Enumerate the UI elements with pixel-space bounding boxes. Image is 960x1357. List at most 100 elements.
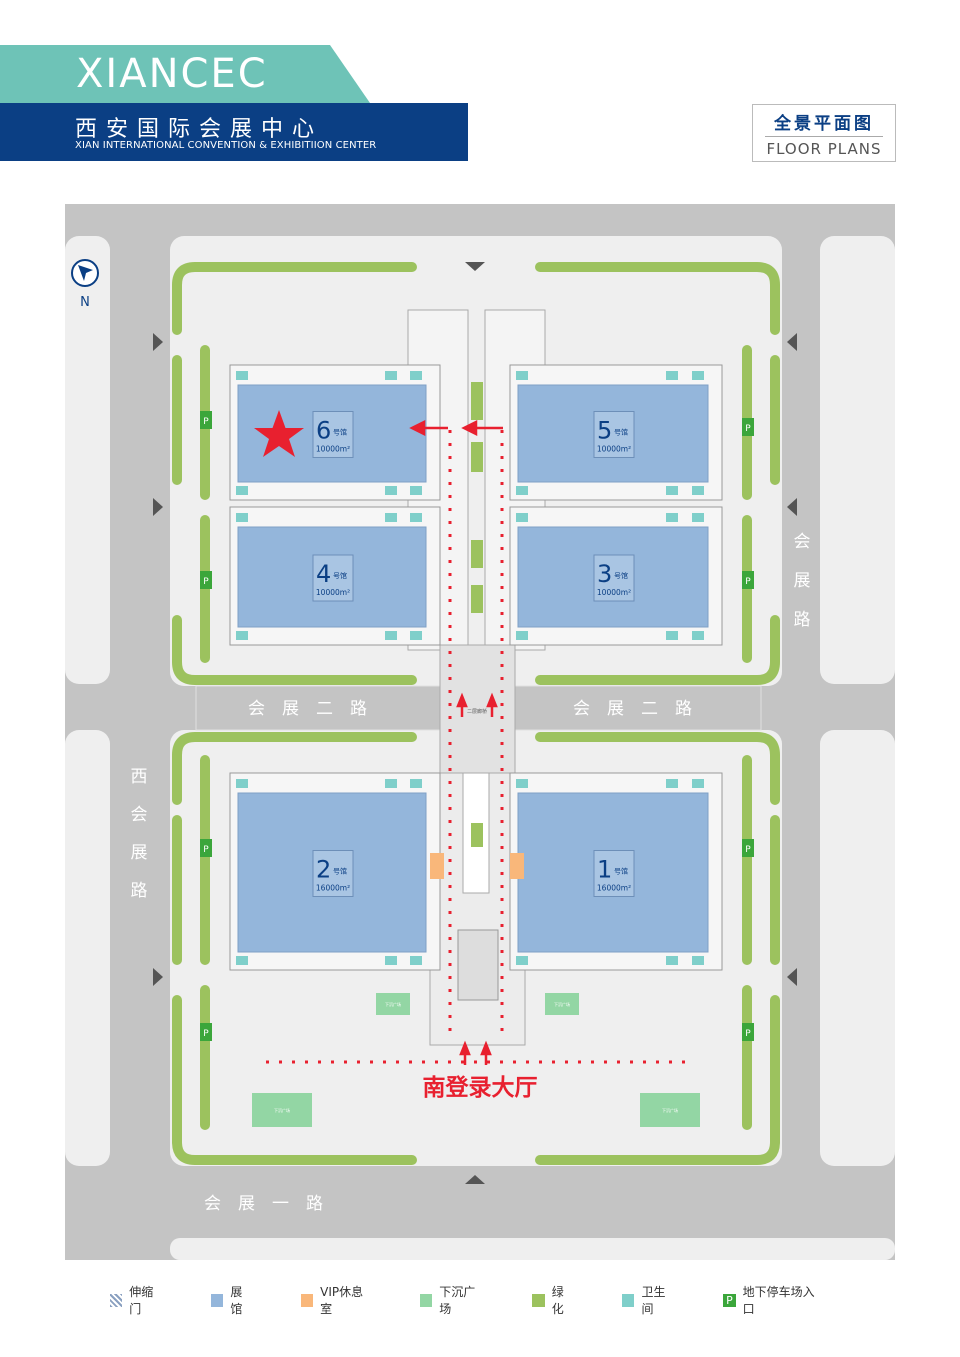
restroom-icon bbox=[666, 371, 678, 380]
road-label-west-char: 西 bbox=[131, 767, 148, 787]
parking-icon bbox=[742, 1023, 754, 1041]
east-strip-north bbox=[820, 236, 895, 684]
restroom-icon bbox=[692, 513, 704, 522]
gate-arrow-icon bbox=[465, 1175, 485, 1184]
restroom-icon bbox=[410, 956, 422, 965]
west-strip-south bbox=[65, 730, 110, 1166]
legend-label: 下沉广场 bbox=[439, 1285, 476, 1316]
road-label-east-char: 路 bbox=[794, 610, 811, 630]
hall-number: 3 bbox=[597, 560, 612, 588]
parking-label: P bbox=[745, 577, 751, 587]
logo-en-title: XIAN INTERNATIONAL CONVENTION & EXHIBITI… bbox=[75, 140, 377, 151]
parking-label: P bbox=[203, 417, 209, 427]
restroom-icon bbox=[666, 631, 678, 640]
swatch-icon bbox=[532, 1293, 545, 1307]
legend-item-greenery: 绿化 bbox=[532, 1285, 574, 1316]
restroom-icon bbox=[692, 779, 704, 788]
parking-label: P bbox=[745, 424, 751, 434]
current-location-star-icon bbox=[254, 410, 304, 457]
restroom-icon bbox=[666, 956, 678, 965]
hall-label-box bbox=[593, 554, 635, 602]
road-label-east-char: 会 bbox=[794, 532, 811, 552]
restroom-icon bbox=[516, 371, 528, 380]
restroom-icon bbox=[516, 486, 528, 495]
sunken-plaza bbox=[640, 1093, 700, 1127]
restroom-icon bbox=[516, 956, 528, 965]
restroom-icon bbox=[692, 631, 704, 640]
gate-arrow-icon bbox=[153, 968, 163, 986]
restroom-icon bbox=[236, 779, 248, 788]
hall-suffix: 号馆 bbox=[333, 867, 347, 876]
road-label-huizhan-2-west: 会 展 二 路 bbox=[248, 699, 367, 719]
restroom-icon bbox=[236, 631, 248, 640]
escalators bbox=[457, 929, 499, 1001]
vip-lounge bbox=[510, 853, 524, 879]
restroom-icon bbox=[516, 631, 528, 640]
hall-number: 2 bbox=[316, 856, 331, 884]
restroom-icon bbox=[666, 486, 678, 495]
plaza-label: 下沉广场 bbox=[385, 1001, 401, 1007]
sunken-plazas: 下沉广场下沉广场下沉广场下沉广场 bbox=[252, 993, 700, 1127]
logo-mark: XIANCEC bbox=[76, 51, 268, 97]
restroom-icon bbox=[622, 1293, 635, 1307]
restroom-icon bbox=[516, 779, 528, 788]
hall-label-box bbox=[312, 850, 354, 897]
gate-arrow-icon bbox=[153, 333, 163, 351]
legend-item-expansion-gate: 伸缩门 bbox=[110, 1285, 163, 1316]
restroom-icon bbox=[692, 371, 704, 380]
east-strip-south bbox=[820, 730, 895, 1166]
restroom-icon bbox=[385, 513, 397, 522]
hall-suffix: 号馆 bbox=[614, 428, 628, 437]
sunken-plaza bbox=[376, 993, 410, 1015]
stripes-icon bbox=[110, 1293, 123, 1307]
route-arrows bbox=[409, 419, 503, 1065]
compass-icon bbox=[71, 259, 99, 287]
hall-area: 10000m² bbox=[316, 445, 350, 454]
gate-arrow-icon bbox=[787, 498, 797, 516]
restroom-icon bbox=[236, 513, 248, 522]
restroom-icon bbox=[692, 956, 704, 965]
plaza-label: 下沉广场 bbox=[554, 1001, 570, 1007]
parking-icon: P bbox=[723, 1293, 736, 1307]
logo-title-bar: 西安国际会展中心 XIAN INTERNATIONAL CONVENTION &… bbox=[0, 103, 468, 161]
hall-area: 10000m² bbox=[316, 588, 350, 597]
greenery bbox=[172, 262, 780, 1165]
parking-icon bbox=[200, 839, 212, 857]
hall-number: 5 bbox=[597, 417, 612, 445]
restroom-icon bbox=[410, 513, 422, 522]
restroom-icon bbox=[516, 513, 528, 522]
gate-arrow-icon bbox=[787, 968, 797, 986]
restroom-icon bbox=[385, 956, 397, 965]
parking-icon bbox=[200, 1023, 212, 1041]
logo-cn-title: 西安国际会展中心 bbox=[75, 117, 324, 142]
road-label-huizhan-1: 会 展 一 路 bbox=[204, 1194, 323, 1214]
restroom-icon bbox=[410, 486, 422, 495]
vip-lounge bbox=[430, 853, 444, 879]
parking-icon bbox=[200, 571, 212, 589]
parking-label: P bbox=[203, 1029, 209, 1039]
restroom-icon bbox=[236, 486, 248, 495]
sunken-plaza bbox=[545, 993, 579, 1015]
south-registration-hall-label: 南登录大厅 bbox=[423, 1075, 538, 1101]
plaza-label: 下沉广场 bbox=[662, 1107, 678, 1113]
restroom-icon bbox=[385, 371, 397, 380]
hall-label-box bbox=[593, 850, 635, 897]
west-strip-north bbox=[65, 236, 110, 684]
legend-item-sunken-plaza: 下沉广场 bbox=[419, 1285, 485, 1316]
south-strip bbox=[170, 1238, 895, 1260]
hall-suffix: 号馆 bbox=[333, 428, 347, 437]
legend-label: 展馆 bbox=[230, 1285, 243, 1316]
gate-arrow-icon bbox=[153, 498, 163, 516]
restroom-icon bbox=[410, 779, 422, 788]
restroom-icon bbox=[666, 779, 678, 788]
